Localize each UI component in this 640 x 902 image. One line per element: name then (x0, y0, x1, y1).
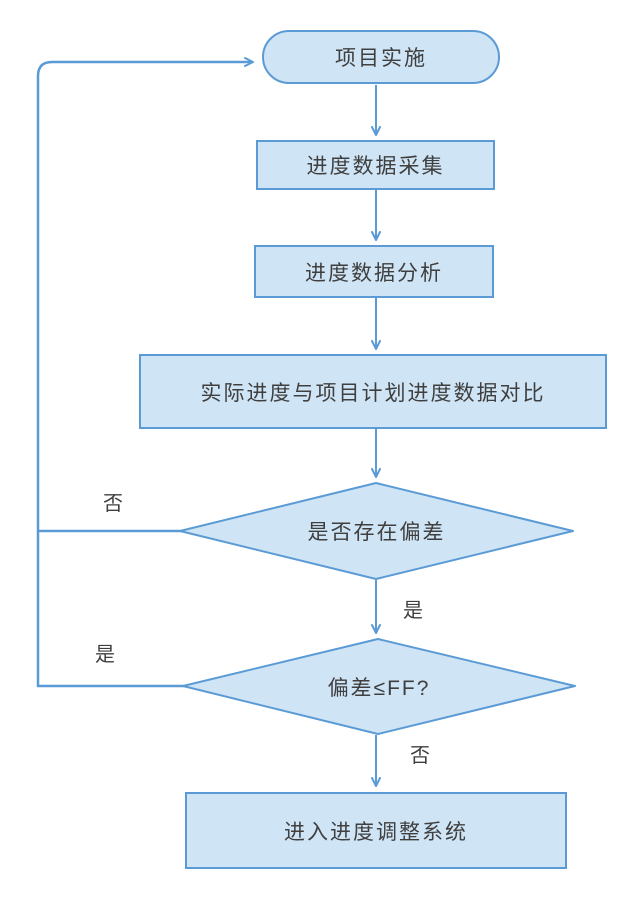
start-node: 项目实施 (262, 30, 500, 84)
collect-node: 进度数据采集 (256, 140, 495, 190)
ff-check-label: 偏差≤FF? (327, 676, 431, 700)
start-node-label: 项目实施 (335, 47, 427, 70)
deviation-yes-label: 是 (403, 600, 423, 622)
ff-check-node: 偏差≤FF? (183, 639, 575, 734)
compare-node-label: 实际进度与项目计划进度数据对比 (200, 381, 546, 405)
collect-node-label: 进度数据采集 (306, 155, 445, 178)
deviation-check-label: 是否存在偏差 (307, 521, 446, 544)
deviation-no-label: 否 (103, 493, 123, 515)
adjust-node: 进入进度调整系统 (185, 792, 567, 869)
deviation-check-node: 是否存在偏差 (180, 483, 573, 579)
analyze-node-label: 进度数据分析 (305, 261, 443, 285)
analyze-node: 进度数据分析 (254, 245, 494, 298)
edge-ff-yes-to-start (36, 57, 254, 688)
ff-yes-label: 是 (95, 644, 115, 666)
deviation-check-shape (179, 482, 574, 580)
adjust-node-label: 进入进度调整系统 (284, 820, 468, 844)
ff-no-label: 否 (410, 745, 430, 767)
compare-node: 实际进度与项目计划进度数据对比 (139, 354, 607, 429)
ff-check-shape (182, 638, 576, 735)
